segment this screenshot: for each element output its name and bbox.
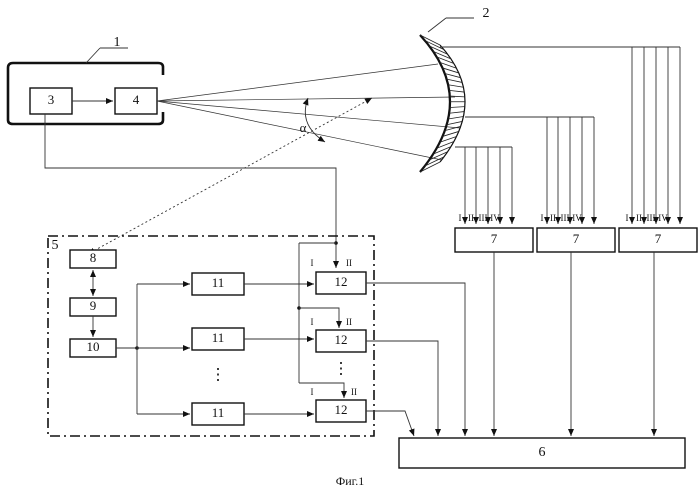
input-ii-c: II — [351, 387, 357, 397]
dots-11: ⋮ — [210, 367, 226, 384]
block-12-c-label: 12 — [335, 402, 348, 417]
wire-roman-label: III — [479, 213, 488, 223]
wire-roman-label: II — [636, 213, 642, 223]
block-9-label: 9 — [90, 298, 97, 313]
mirror-hatch-line — [448, 116, 463, 119]
wire-roman-label: II — [468, 213, 474, 223]
wire-roman-label: I — [541, 213, 544, 223]
alpha-label: α — [300, 120, 307, 135]
input-i-b: I — [311, 317, 314, 327]
figure-caption: Фиг.1 — [336, 474, 364, 488]
block-12-a-label: 12 — [335, 274, 348, 289]
beam-rays — [157, 64, 460, 160]
input-i-a: I — [311, 258, 314, 268]
input-ii-a: II — [346, 258, 352, 268]
block-7-a-label: 7 — [491, 231, 498, 246]
mirror-hatch-line — [447, 79, 463, 82]
block-12-b-label: 12 — [335, 332, 348, 347]
mirror-hatch-line — [449, 90, 464, 92]
wire-roman-label: I — [459, 213, 462, 223]
input-ii-b: II — [346, 317, 352, 327]
optical-link-8 — [88, 98, 372, 254]
block-11-c-label: 11 — [212, 405, 225, 420]
line-3-to-12 — [45, 114, 336, 268]
block-6-label: 6 — [539, 445, 546, 460]
wire-roman-label: II — [550, 213, 556, 223]
wire-roman-label: I — [626, 213, 629, 223]
block-4-label: 4 — [133, 92, 140, 107]
block-10-label: 10 — [87, 339, 100, 354]
block-11-b-label: 11 — [212, 330, 225, 345]
block-3-label: 3 — [48, 92, 55, 107]
dots-12: ⋮ — [333, 361, 349, 378]
wire-roman-label: III — [561, 213, 570, 223]
mirror-hatch-line — [449, 112, 464, 114]
label-1-callout: 1 — [86, 35, 128, 63]
line-12a-6 — [366, 283, 465, 436]
wire-roman-label: III — [647, 213, 656, 223]
mirror-hatch-line — [447, 121, 463, 124]
mirror-hatch-line — [448, 85, 463, 88]
label-2-callout: 2 — [428, 6, 490, 32]
block-7-b-label: 7 — [573, 231, 580, 246]
wire-roman-label: IV — [490, 213, 500, 223]
label-5: 5 — [52, 238, 59, 253]
detector-wires: IIIIIIIVIIIIIIIVIIIIIIIV — [440, 47, 680, 224]
block-11-a-label: 11 — [212, 275, 225, 290]
input-i-c: I — [311, 387, 314, 397]
mirror-hatch-line — [450, 107, 465, 108]
wire-roman-label: IV — [658, 213, 668, 223]
block-7-c-label: 7 — [655, 231, 662, 246]
line-12b-6 — [366, 341, 438, 436]
wire-roman-label: IV — [572, 213, 582, 223]
label-2: 2 — [483, 6, 490, 21]
block-8-label: 8 — [90, 250, 97, 265]
mirror-2 — [420, 35, 465, 172]
label-1: 1 — [114, 35, 121, 50]
